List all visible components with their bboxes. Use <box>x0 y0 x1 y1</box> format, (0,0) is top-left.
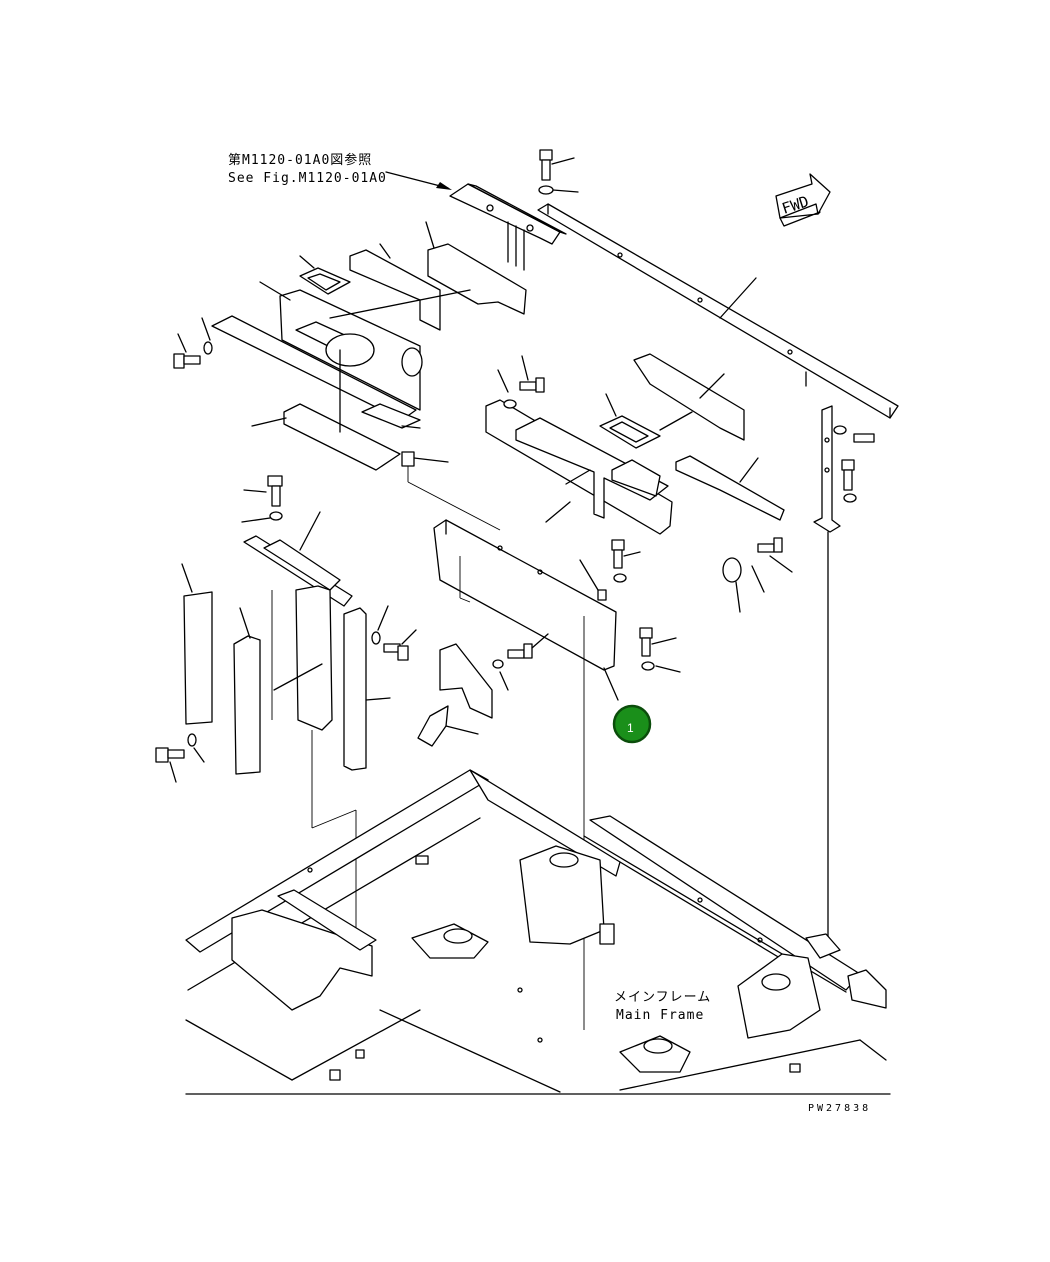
reference-leader-line <box>385 171 449 189</box>
top-bracket <box>449 183 567 271</box>
main-frame-label-jp: メインフレーム <box>614 990 711 1005</box>
drawing-code: PW27838 <box>808 1103 871 1114</box>
main-frame-label-en: Main Frame <box>616 1008 704 1023</box>
bolt-center-top <box>503 355 545 409</box>
upper-left-assembly <box>211 221 527 471</box>
reference-note: 第M1120-01A0図参照 See Fig.M1120-01A0 <box>228 152 452 190</box>
bolt-top-center <box>538 149 579 195</box>
center-duct-assembly <box>485 353 785 535</box>
long-rail <box>537 203 899 419</box>
fwd-arrow-icon: FWD <box>775 173 831 227</box>
callout-marker[interactable] <box>612 704 652 744</box>
cover-plate <box>433 519 619 1030</box>
bolt-cover-group <box>611 537 793 673</box>
bolt-upper-left <box>173 317 213 369</box>
vertical-bracket-right <box>805 371 841 951</box>
bolt-left-group <box>155 475 417 783</box>
reference-note-jp: 第M1120-01A0図参照 <box>228 152 372 168</box>
clip-part <box>401 451 501 531</box>
reference-arrow-head <box>436 182 452 190</box>
callout-number: 1 <box>627 721 634 735</box>
small-bracket <box>417 633 549 747</box>
main-frame <box>185 769 891 1095</box>
bolt-right-group <box>833 425 875 503</box>
callout-1[interactable]: 1 <box>612 704 652 744</box>
left-column-assembly <box>181 511 391 944</box>
reference-note-en: See Fig.M1120-01A0 <box>228 171 387 186</box>
